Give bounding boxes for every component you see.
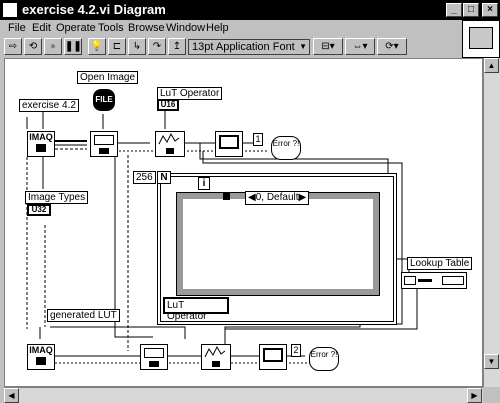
window-number-constant-2[interactable]: 2 [291,344,301,357]
imaq-create-label-2: IMAQ [29,345,53,355]
imaq-histogram-vi[interactable] [155,131,185,157]
lut-operator-control[interactable]: LuT Operator [163,297,229,322]
imaq-uservlookup-vi[interactable] [201,344,231,370]
histogram-icon-2 [204,345,226,358]
horizontal-scrollbar[interactable]: ◀ ▶ [4,387,483,403]
menu-window[interactable]: Window [166,22,206,34]
case-structure[interactable] [176,192,380,296]
generated-lut-label: generated LUT [47,309,120,322]
run-continuous-icon[interactable]: ⟲ [24,38,42,55]
font-select[interactable]: 13pt Application Font ▼ [188,39,310,55]
vertical-scrollbar[interactable]: ▲ ▼ [483,58,500,387]
image-types-label: Image Types [25,191,89,204]
font-select-value: 13pt Application Font [192,41,295,53]
imaq-windraw-vi[interactable] [215,131,243,157]
menu-operate[interactable]: Operate [56,22,96,34]
lookup-table-indicator[interactable] [401,272,467,289]
read-file-icon [94,135,114,145]
abort-icon[interactable]: ● [44,38,62,55]
vi-connector-icon[interactable] [462,20,500,58]
imaq-create-vi[interactable]: IMAQ [27,131,55,157]
array-element-icon [442,276,464,285]
lut-operator-label: LuT Operator [157,87,223,100]
step-out-icon[interactable]: ↥ [168,38,186,55]
array-arrow-icon [418,279,432,282]
wire-layer [26,103,418,364]
error-handler-icon[interactable]: Error ?! [271,136,301,160]
chevron-down-icon: ▼ [299,42,307,51]
toolbar: ⇨ ⟲ ● ❚❚ 💡 ⊏ ↳ ↷ ↥ [0,38,460,56]
image-types-enum[interactable]: U32 [27,204,51,216]
case-next-arrow-icon[interactable]: ▶ [298,192,307,203]
scroll-right-icon[interactable]: ▶ [467,388,482,403]
menu-edit[interactable]: Edit [32,22,51,34]
run-arrow-icon[interactable]: ⇨ [4,38,22,55]
close-button[interactable]: × [482,3,498,17]
loop-count-terminal: N [157,171,171,184]
imaq-windraw-vi-2[interactable] [259,344,287,370]
title-bar: exercise 4.2.vi Diagram _ □ × [0,0,500,20]
case-selector-terminal [223,193,230,200]
maximize-button[interactable]: □ [463,3,479,17]
display-window-icon [219,135,239,149]
histogram-icon [158,132,180,145]
case-prev-arrow-icon[interactable]: ◀ [248,192,256,203]
minimize-button[interactable]: _ [446,3,462,17]
step-over-icon[interactable]: ↷ [148,38,166,55]
imaq-readfile-vi[interactable] [90,131,118,157]
reorder-objects-icon[interactable]: ⟳▾ [377,38,407,55]
loop-iteration-terminal: i [198,177,210,190]
file-dialog-icon[interactable]: FILE [93,89,115,111]
menu-tools[interactable]: Tools [98,22,124,34]
align-objects-icon[interactable]: ⊟▾ [313,38,343,55]
vi-name-constant[interactable]: exercise 4.2 [19,99,79,112]
retain-wire-icon[interactable]: ⊏ [108,38,126,55]
case-selector-label[interactable]: ◀0, Default▶ [245,191,309,205]
case-selector-value: 0, Default [255,192,299,203]
window-number-constant-1[interactable]: 1 [253,133,263,146]
imaq-create-label: IMAQ [29,132,53,142]
menu-help[interactable]: Help [206,22,229,34]
step-into-icon[interactable]: ↳ [128,38,146,55]
menu-bar: File Edit Operate Tools Browse Window He… [0,20,460,38]
index-display-icon [404,276,416,285]
menu-file[interactable]: File [8,22,26,34]
imaq-create-vi-2[interactable]: IMAQ [27,344,55,370]
imaq-copy-vi[interactable] [140,344,168,370]
distribute-objects-icon[interactable]: ⇔▾ [345,38,375,55]
scroll-down-icon[interactable]: ▼ [484,354,499,369]
error-handler-icon-2[interactable]: Error ?! [309,347,339,371]
vi-diagram-icon[interactable] [2,2,18,18]
window-title: exercise 4.2.vi Diagram [22,2,166,17]
pause-icon[interactable]: ❚❚ [64,38,82,55]
loop-count-constant[interactable]: 256 [133,171,156,184]
highlight-bulb-icon[interactable]: 💡 [88,38,106,55]
scroll-up-icon[interactable]: ▲ [484,58,499,73]
copy-image-icon [144,348,164,358]
block-diagram-canvas[interactable]: exercise 4.2 Open Image FILE LuT Operato… [4,58,483,387]
menu-browse[interactable]: Browse [128,22,165,34]
scroll-left-icon[interactable]: ◀ [4,388,19,403]
display-window-icon-2 [263,348,283,362]
lookup-table-label: Lookup Table [407,257,473,270]
lut-operator-type-badge: U16 [157,99,179,111]
open-image-label: Open Image [77,71,139,84]
